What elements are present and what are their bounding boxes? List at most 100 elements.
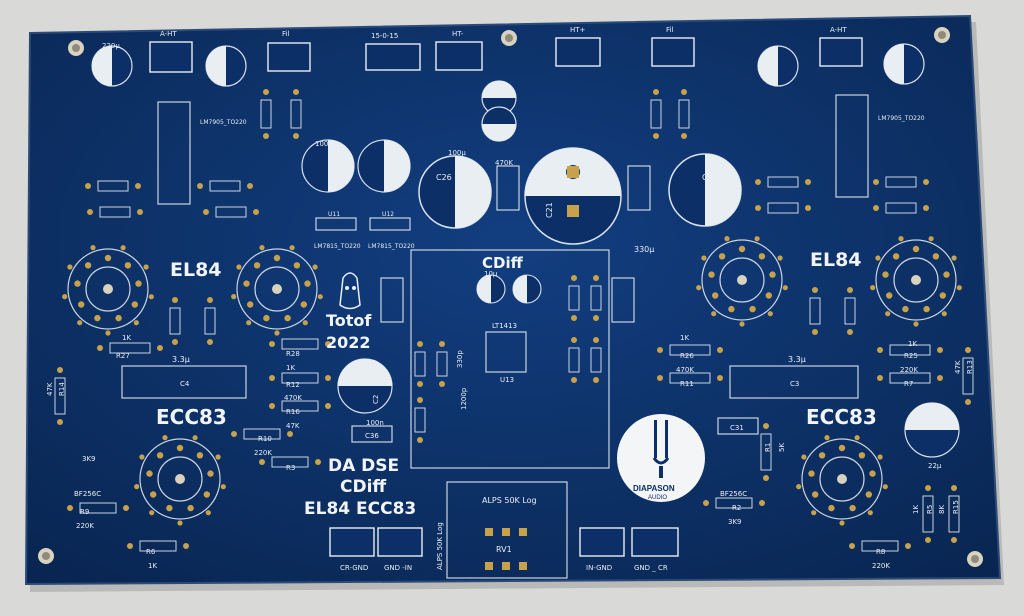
r13-label: R13 <box>966 360 974 374</box>
socket-pin <box>838 444 846 452</box>
resistor-pad <box>325 341 331 347</box>
resistor-body <box>760 433 772 471</box>
resistor-pad <box>681 89 687 95</box>
cap-100n: 100n <box>366 419 384 427</box>
socket-pin <box>865 491 872 498</box>
resistor-pad <box>97 345 103 351</box>
socket-pin <box>869 470 876 477</box>
tube-socket-ecc83-left <box>139 438 221 520</box>
socket-pin <box>131 301 138 308</box>
r3-label: R3 <box>286 464 295 472</box>
socket-mount-pad <box>701 255 707 261</box>
value-1k-e: 1K <box>908 340 917 348</box>
ecc83-right-label: ECC83 <box>806 405 877 429</box>
socket-pin <box>104 254 112 262</box>
cap-c1: C1 <box>938 420 947 428</box>
value-8k: 8K <box>938 505 946 514</box>
cap-c3: C3 <box>790 380 799 388</box>
socket-pin <box>166 504 173 512</box>
j3-label: CR-GND <box>340 564 368 572</box>
resistor-pad <box>717 347 723 353</box>
resistor-pad <box>293 89 299 95</box>
chip-label: LT1413 <box>492 322 517 330</box>
resistor-body <box>54 377 66 415</box>
cap-220u: 220µ <box>102 42 120 50</box>
resistor-body <box>215 206 247 218</box>
resistor-pad <box>657 375 663 381</box>
socket-pin <box>892 253 900 260</box>
cap-33u-left: 3.3µ <box>172 355 190 364</box>
resistor-pad <box>127 543 133 549</box>
r9-label: R9 <box>80 508 89 516</box>
resistor-body <box>169 307 181 335</box>
resistor-body <box>568 285 580 311</box>
value-bf256c-b: BF256C <box>720 490 747 498</box>
resistor-pad <box>87 209 93 215</box>
socket-mount-pad <box>302 320 308 326</box>
resistor-body <box>260 99 272 129</box>
lm7905-right-label: LM7905_TO220 <box>878 115 925 122</box>
el84-left-label: EL84 <box>170 259 222 281</box>
resistor-pad <box>259 459 265 465</box>
resistor-pad <box>847 287 853 293</box>
r28-label: R28 <box>286 350 300 358</box>
resistor-pad <box>717 375 723 381</box>
value-1k-a: 1K <box>122 334 131 342</box>
resistor-pad <box>873 179 879 185</box>
socket-mount-pad <box>274 330 280 336</box>
el84-right-label: EL84 <box>810 249 862 271</box>
resistor-body <box>669 372 711 384</box>
u11-label: U11 <box>328 211 340 218</box>
socket-mount-pad <box>885 311 891 317</box>
socket-pin <box>812 491 819 498</box>
resistor-body <box>271 456 309 468</box>
resistor-pad <box>287 431 293 437</box>
resistor-body <box>861 540 899 552</box>
socket-pin <box>708 271 715 278</box>
resistor-pad <box>263 133 269 139</box>
resistor-pad <box>269 375 275 381</box>
value-1k-d: 1K <box>680 334 689 342</box>
resistor-body <box>767 202 799 214</box>
resistor-pad <box>755 205 761 211</box>
resistor-body <box>715 497 753 509</box>
socket-mount-pad <box>220 484 226 490</box>
socket-mount-pad <box>854 435 860 441</box>
cap-10u: 10µ <box>484 270 498 278</box>
socket-mount-pad <box>875 255 881 261</box>
resistor-pad <box>207 339 213 345</box>
resistor-pad <box>183 543 189 549</box>
resistor-pad <box>439 381 445 387</box>
res-470k-vertical: 470K <box>495 159 513 167</box>
fil-left-label: Fil <box>282 30 289 38</box>
value-470k-b: 470K <box>676 366 694 374</box>
socket-mount-pad <box>62 294 68 300</box>
author-line2: 2022 <box>326 333 371 352</box>
resistor-body <box>414 351 426 377</box>
socket-pin <box>718 253 726 260</box>
lm7905-left-label: LM7905_TO220 <box>200 119 247 126</box>
cap-100u: 100µ <box>448 149 466 157</box>
socket-pin <box>94 314 101 322</box>
resistor-pad <box>325 375 331 381</box>
socket-pin <box>728 305 735 313</box>
r27-label: R27 <box>116 352 130 360</box>
resistor-pad <box>269 341 275 347</box>
product-line1: DA DSE <box>328 456 399 476</box>
socket-mount-pad <box>246 320 252 326</box>
resistor-pad <box>67 505 73 511</box>
r12-label: R12 <box>286 381 300 389</box>
resistor-body <box>139 540 177 552</box>
resistor-pad <box>951 537 957 543</box>
socket-pin <box>765 292 772 299</box>
resistor-pad <box>763 475 769 481</box>
socket-mount-pad <box>236 264 242 270</box>
r25-label: R25 <box>904 352 918 360</box>
resistor-pad <box>417 397 423 403</box>
resistor-pad <box>57 367 63 373</box>
socket-mount-pad <box>913 321 919 327</box>
cap-c27: C27 <box>702 173 718 182</box>
value-220k-c: 220K <box>900 366 918 374</box>
r10-label: R10 <box>258 435 272 443</box>
socket-mount-pad <box>711 311 717 317</box>
